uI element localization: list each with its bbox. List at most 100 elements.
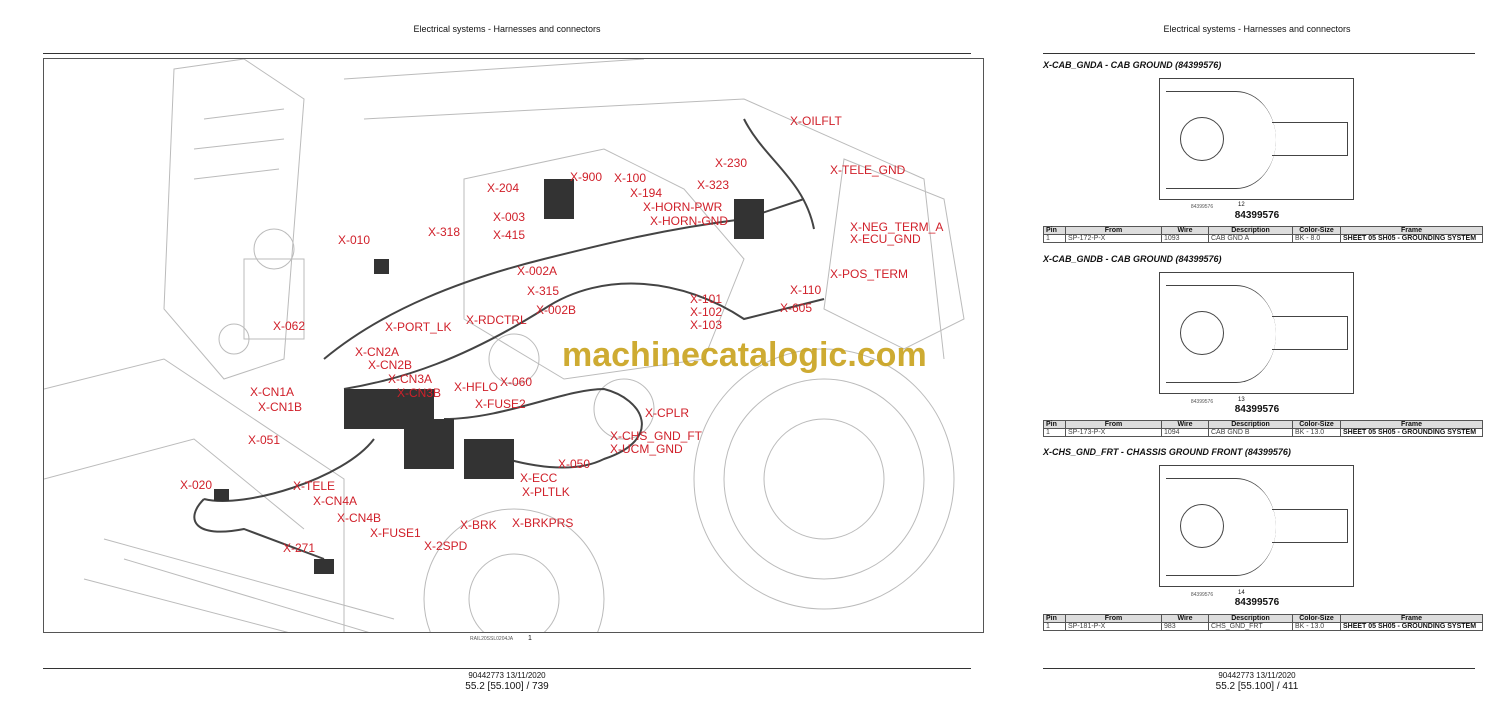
col-pin: Pin: [1043, 226, 1066, 235]
ring-terminal-drawing: [1159, 78, 1354, 200]
connector-label: X-900: [570, 170, 603, 184]
left-footer-page: 55.2 [55.100] / 739: [465, 681, 549, 692]
connector-label: X-ECU_GND: [850, 232, 921, 246]
part-number: 84399576: [1234, 597, 1280, 608]
connector-label: X-050: [558, 457, 591, 471]
col-color-size: Color-Size: [1292, 226, 1341, 235]
cell: SHEET 05 SH05 - GROUNDING SYSTEM: [1340, 622, 1483, 631]
connector-label: X-TELE: [293, 479, 336, 493]
col-frame: Frame: [1340, 226, 1483, 235]
connector-label: X-230: [715, 156, 748, 170]
cell: CAB GND B: [1208, 428, 1293, 437]
cell: CHS_GND_FRT: [1208, 622, 1293, 631]
connector-label: X-HORN-PWR: [643, 200, 723, 214]
connector-label: X-271: [283, 541, 316, 555]
figure-number: 13: [1238, 397, 1245, 403]
cell: 1094: [1161, 428, 1209, 437]
connector-label: X-FUSE1: [370, 526, 421, 540]
col-wire: Wire: [1161, 614, 1209, 623]
col-frame: Frame: [1340, 420, 1483, 429]
cell: BK - 13.0: [1292, 622, 1341, 631]
cell: SP-172-P-X: [1065, 234, 1162, 243]
section-title: X-CHS_GND_FRT - CHASSIS GROUND FRONT (84…: [1043, 447, 1291, 457]
connector-label: X-CN3A: [388, 372, 433, 386]
connector-label: X-CN2B: [368, 358, 413, 372]
ring-terminal-drawing: [1159, 465, 1354, 587]
col-description: Description: [1208, 614, 1293, 623]
connector-label: X-194: [630, 186, 663, 200]
part-number: 84399576: [1234, 404, 1280, 415]
col-from: From: [1065, 420, 1162, 429]
connector-label: X-CN1A: [250, 385, 295, 399]
connector-label: X-2SPD: [424, 539, 468, 553]
section-title: X-CAB_GNDA - CAB GROUND (84399576): [1043, 60, 1222, 70]
connector-label: X-002B: [536, 303, 577, 317]
cell: BK - 13.0: [1292, 428, 1341, 437]
connector-label: X-POS_TERM: [830, 267, 909, 281]
right-footer-doc: 90442773 13/11/2020: [1218, 671, 1296, 680]
cell: CAB GND A: [1208, 234, 1293, 243]
connector-label: X-FUSE2: [475, 397, 526, 411]
connector-label: X-315: [527, 284, 560, 298]
connector-label: X-002A: [517, 264, 558, 278]
col-frame: Frame: [1340, 614, 1483, 623]
col-pin: Pin: [1043, 614, 1066, 623]
figure-code: 84399576: [1190, 592, 1214, 598]
figure-number: 1: [528, 635, 532, 642]
col-description: Description: [1208, 420, 1293, 429]
figure-code: RAIL20SSL0204JA: [470, 636, 514, 642]
connector-label: X-ECC: [520, 471, 558, 485]
connector-label: X-204: [487, 181, 520, 195]
cell: 983: [1161, 622, 1209, 631]
connector-label: X-CN4A: [313, 494, 358, 508]
connector-label: X-110: [790, 283, 822, 297]
cell: SP-173-P-X: [1065, 428, 1162, 437]
figure-number: 14: [1238, 590, 1245, 596]
col-from: From: [1065, 614, 1162, 623]
col-wire: Wire: [1161, 420, 1209, 429]
figure-code: 84399576: [1190, 204, 1214, 210]
left-footer-doc: 90442773 13/11/2020: [468, 671, 546, 680]
left-page-header: Electrical systems - Harnesses and conne…: [413, 24, 601, 34]
ring-terminal-drawing: [1159, 272, 1354, 394]
connector-label: X-100: [614, 171, 647, 185]
connector-label: X-010: [338, 233, 371, 247]
connector-label: X-RDCTRL: [466, 313, 527, 327]
cell: 1: [1043, 428, 1066, 437]
connector-label: X-CN4B: [337, 511, 382, 525]
col-from: From: [1065, 226, 1162, 235]
col-pin: Pin: [1043, 420, 1066, 429]
connector-label: X-323: [697, 178, 730, 192]
connector-label: X-060: [500, 375, 533, 389]
right-page-header: Electrical systems - Harnesses and conne…: [1163, 24, 1351, 34]
cell: SHEET 05 SH05 - GROUNDING SYSTEM: [1340, 234, 1483, 243]
col-wire: Wire: [1161, 226, 1209, 235]
connector-label: X-605: [780, 301, 813, 315]
cell: 1: [1043, 622, 1066, 631]
connector-label: X-318: [428, 225, 461, 239]
connector-label: X-TELE_GND: [830, 163, 906, 177]
connector-label: X-HORN-GND: [650, 214, 728, 228]
connector-label: X-103: [690, 318, 723, 332]
connector-label: X-OILFLT: [790, 114, 842, 128]
cell: SP-181-P-X: [1065, 622, 1162, 631]
connector-label: X-062: [273, 319, 306, 333]
connector-label: X-BRK: [460, 518, 497, 532]
connector-label: X-CHS_GND_FT: [610, 429, 703, 443]
connector-label: X-NEG_TERM_A: [850, 220, 944, 234]
connector-label: X-020: [180, 478, 213, 492]
connector-label: X-CN2A: [355, 345, 400, 359]
connector-label: X-UCM_GND: [610, 442, 683, 456]
col-color-size: Color-Size: [1292, 420, 1341, 429]
cell: BK - 8.0: [1292, 234, 1341, 243]
connector-label: X-HFLO: [454, 380, 499, 394]
connector-label: X-CN3B: [397, 386, 442, 400]
figure-number: 12: [1238, 202, 1245, 208]
figure-code: 84399576: [1190, 399, 1214, 405]
connector-label: X-051: [248, 433, 281, 447]
connector-label: X-CN1B: [258, 400, 303, 414]
